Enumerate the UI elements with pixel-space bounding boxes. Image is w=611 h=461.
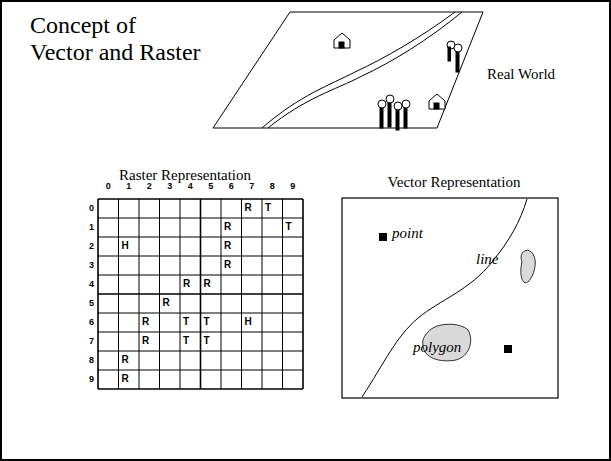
- row-number: 3: [89, 260, 94, 270]
- row-number: 1: [89, 222, 94, 232]
- polygon-label: polygon: [413, 339, 461, 356]
- column-number: 3: [167, 181, 172, 191]
- cell-value: T: [204, 335, 210, 347]
- column-number: 6: [229, 181, 234, 191]
- cell-value: R: [245, 202, 252, 214]
- title: Concept of Vector and Raster: [30, 12, 245, 66]
- cell-value: T: [265, 202, 271, 214]
- row-number: 9: [89, 374, 94, 384]
- vector-panel: Vector Representationpointlinepolygon: [342, 198, 558, 398]
- cell-value: R: [224, 221, 231, 233]
- cell-value: T: [183, 316, 189, 328]
- cell-value: R: [142, 335, 149, 347]
- column-number: 8: [270, 181, 275, 191]
- row-number: 2: [89, 241, 94, 251]
- point-label: point: [392, 225, 423, 242]
- cell-value: R: [183, 278, 190, 290]
- column-number: 9: [290, 181, 295, 191]
- line-label: line: [476, 251, 499, 268]
- row-number: 8: [89, 355, 94, 365]
- row-number: 0: [89, 203, 94, 213]
- cell-value: R: [224, 240, 231, 252]
- column-number: 5: [208, 181, 213, 191]
- raster-grid: [98, 199, 303, 389]
- cell-value: T: [204, 316, 210, 328]
- cell-value: R: [122, 354, 129, 366]
- cell-value: R: [224, 259, 231, 271]
- row-number: 6: [89, 317, 94, 327]
- cell-value: H: [122, 240, 129, 252]
- cell-value: T: [183, 335, 189, 347]
- column-number: 0: [106, 181, 111, 191]
- vector-drawing: [342, 198, 558, 398]
- cell-value: R: [142, 316, 149, 328]
- cell-value: R: [122, 373, 129, 385]
- row-number: 7: [89, 336, 94, 346]
- row-number: 5: [89, 298, 94, 308]
- column-number: 2: [147, 181, 152, 191]
- cell-value: R: [204, 278, 211, 290]
- cell-value: R: [163, 297, 170, 309]
- row-number: 4: [89, 279, 94, 289]
- map-label: Real World: [487, 66, 555, 83]
- real-world-map: [213, 12, 483, 130]
- cell-value: T: [286, 221, 292, 233]
- cell-value: H: [245, 316, 252, 328]
- column-number: 4: [188, 181, 193, 191]
- panel-heading: Vector Representation: [388, 174, 521, 191]
- column-number: 7: [249, 181, 254, 191]
- column-number: 1: [126, 181, 131, 191]
